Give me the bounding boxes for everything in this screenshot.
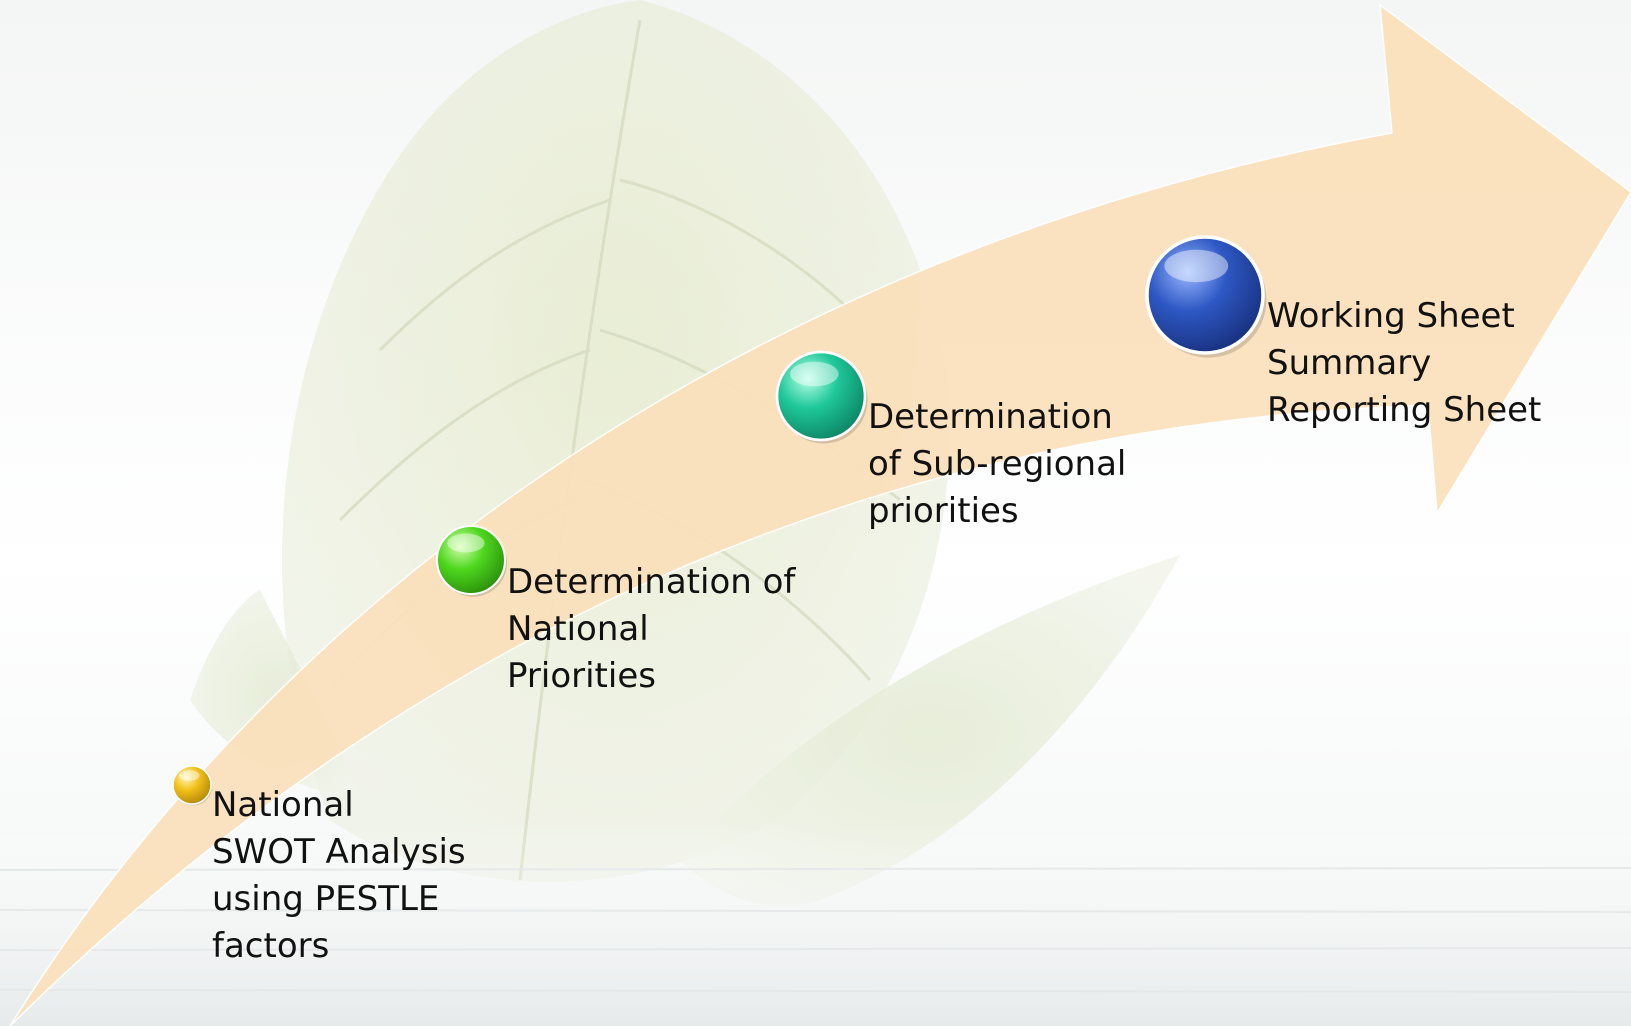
step-3-line-2: of Sub-regional xyxy=(868,444,1127,484)
step-2-line-2: National xyxy=(507,609,649,649)
step-2-line-1: Determination of xyxy=(507,562,796,602)
step-4-line-3: Reporting Sheet xyxy=(1267,390,1542,430)
step-3-line-3: priorities xyxy=(868,491,1019,531)
step-1-line-1: National xyxy=(212,785,354,825)
step-3-line-1: Determination xyxy=(868,397,1113,437)
step-2-bullet xyxy=(435,524,508,597)
step-3-bullet xyxy=(775,350,868,444)
step-2-label: Determination of National Priorities xyxy=(507,559,795,700)
step-4-bullet xyxy=(1145,235,1267,358)
step-4-line-1: Working Sheet xyxy=(1267,296,1515,336)
step-1-line-4: factors xyxy=(212,926,330,966)
step-1-line-3: using PESTLE xyxy=(212,879,440,919)
step-2-line-3: Priorities xyxy=(507,656,656,696)
step-1-line-2: SWOT Analysis xyxy=(212,832,466,872)
step-3-label: Determination of Sub-regional priorities xyxy=(868,394,1126,535)
step-4-label: Working Sheet Summary Reporting Sheet xyxy=(1267,293,1541,434)
step-4-line-2: Summary xyxy=(1267,343,1432,383)
step-1-bullet xyxy=(172,765,213,806)
step-1-label: National SWOT Analysis using PESTLE fact… xyxy=(212,782,466,970)
